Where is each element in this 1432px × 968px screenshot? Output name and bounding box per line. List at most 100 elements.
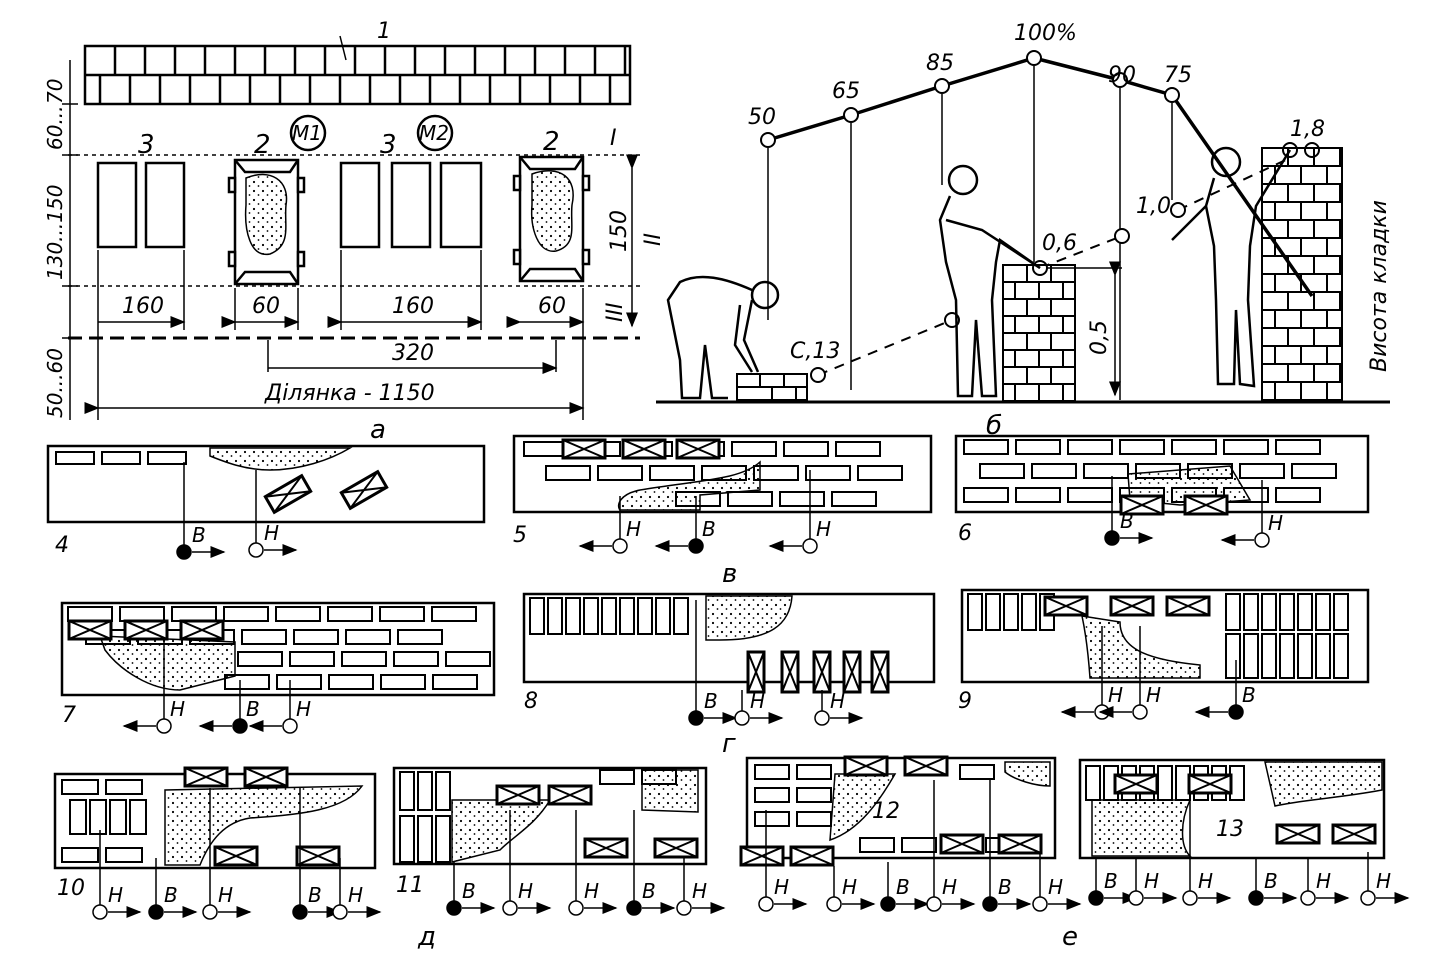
height-18: 1,8 [1290,117,1325,142]
axis-label-masonry-height: Висота кладки [1367,200,1392,372]
dim-150: 150 [607,210,632,252]
brick-stacks-left [96,161,186,249]
group-label-e: е [1062,922,1078,952]
brick-stacks-middle [339,161,483,249]
tall-brick-wall [1261,147,1343,403]
scheme-number-9: 9 [958,689,972,714]
panel-b-productivity-vs-height [656,50,1390,404]
dim-50-60: 50...60 [43,348,67,418]
zone-II-label: II [641,233,666,246]
label-3-left: 3 [138,130,155,160]
height-10: 1,0 [1136,194,1171,219]
m1-marker [289,114,327,152]
panel-a-labels: 1 3 3 2 2 M1 M2 I II III 70 60... 130...… [43,19,666,445]
worker-marker-letter: Н [1268,511,1283,535]
curve-value-85: 85 [926,51,954,76]
worker-marker-letter: В [246,697,260,721]
height-05: 0,5 [1087,320,1112,355]
section-length: Ділянка - 1150 [264,381,435,406]
worker-marker-letter: Н [584,879,599,903]
worker-marker-letter: Н [348,883,363,907]
worker-marker-letter: Н [518,879,533,903]
zone-III-label: III [603,303,628,322]
m2-label: M2 [419,121,449,145]
worker-marker-letter: Н [830,689,845,713]
worker-marker-letter: В [308,883,322,907]
curve-value-100: 100% [1014,21,1077,46]
worker-marker-letter: Н [942,875,957,899]
panel-a-workplace-plan [62,35,640,420]
scheme-number-4: 4 [55,533,69,558]
worker-marker-letter: В [462,879,476,903]
scheme-number-13: 13 [1216,817,1244,842]
worker-marker-letter: Н [264,521,279,545]
height-dashed-line [817,157,1291,376]
worker-marker-letter: В [896,875,910,899]
dim-130-150: 130...150 [43,185,67,280]
curve-value-90: 90 [1108,63,1136,88]
scheme-4-frame [46,444,486,524]
panel-b-label: б [986,411,1002,441]
worker-marker-letter: Н [1198,869,1213,893]
worker-markers [92,462,1410,920]
group-label-v: в [722,559,737,589]
dim-60-right: 60 [538,294,566,319]
middle-brick-wall [1002,264,1076,403]
worker-marker-letter: Н [692,879,707,903]
worker-marker-letter: Н [1146,683,1161,707]
curve-value-75: 75 [1164,63,1192,88]
worker-marker-letter: Н [218,883,233,907]
label-2-right: 2 [543,127,560,157]
curve-points [760,50,1320,383]
label-3-middle: 3 [380,130,397,160]
scheme-8-frame [522,592,936,684]
zone-I-label: I [610,126,617,151]
scheme-number-8: 8 [524,689,538,714]
worker-standing [938,164,1041,398]
worker-marker-letter: Н [1048,875,1063,899]
worker-marker-letter: Н [1316,869,1331,893]
curve-value-65: 65 [832,79,860,104]
worker-marker-letter: Н [296,697,311,721]
scheme-5-frame [512,434,933,514]
mortar-box-2 [512,155,591,283]
worker-marker-letter: Н [1108,683,1123,707]
worker-marker-letter: В [1120,509,1134,533]
scheme-number-11: 11 [396,873,424,898]
dim-320: 320 [392,341,434,366]
scheme-12-frame [745,756,1057,860]
panel-b-labels: 50 65 85 100% 90 75 C,13 0,6 1,0 1,8 0,5… [748,21,1392,441]
scheme-13-frame [1078,758,1386,860]
dim-160-left: 160 [122,294,164,319]
m2-marker [416,114,454,152]
worker-marker-letter: В [1242,683,1256,707]
worker-marker-letter: Н [816,517,831,541]
brick-wall-plan [83,44,632,106]
dim-60-left: 60 [252,294,280,319]
worker-marker-letter: В [704,689,718,713]
worker-marker-letter: В [164,883,178,907]
worker-marker-letter: Н [1376,869,1391,893]
curve-value-50: 50 [748,105,776,130]
scheme-number-6: 6 [958,521,972,546]
worker-marker-letter: В [1104,869,1118,893]
label-2-left: 2 [254,130,271,160]
worker-marker-letter: Н [750,689,765,713]
worker-marker-letter: В [642,879,656,903]
worker-marker-letter: Н [774,875,789,899]
scheme-7-frame [60,601,496,697]
worker-marker-letter: Н [842,875,857,899]
callout-1: 1 [377,19,391,44]
scheme-number-5: 5 [513,523,527,548]
dim-70: 70 [43,79,67,104]
panel-a-label: а [370,415,386,445]
dim-160-middle: 160 [392,294,434,319]
height-013: C,13 [790,339,840,364]
scheme-number-12: 12 [872,799,900,824]
worker-marker-letter: Н [108,883,123,907]
worker-marker-letter: Н [1144,869,1159,893]
mortar-patches [98,447,1383,866]
m1-label: M1 [292,121,322,145]
